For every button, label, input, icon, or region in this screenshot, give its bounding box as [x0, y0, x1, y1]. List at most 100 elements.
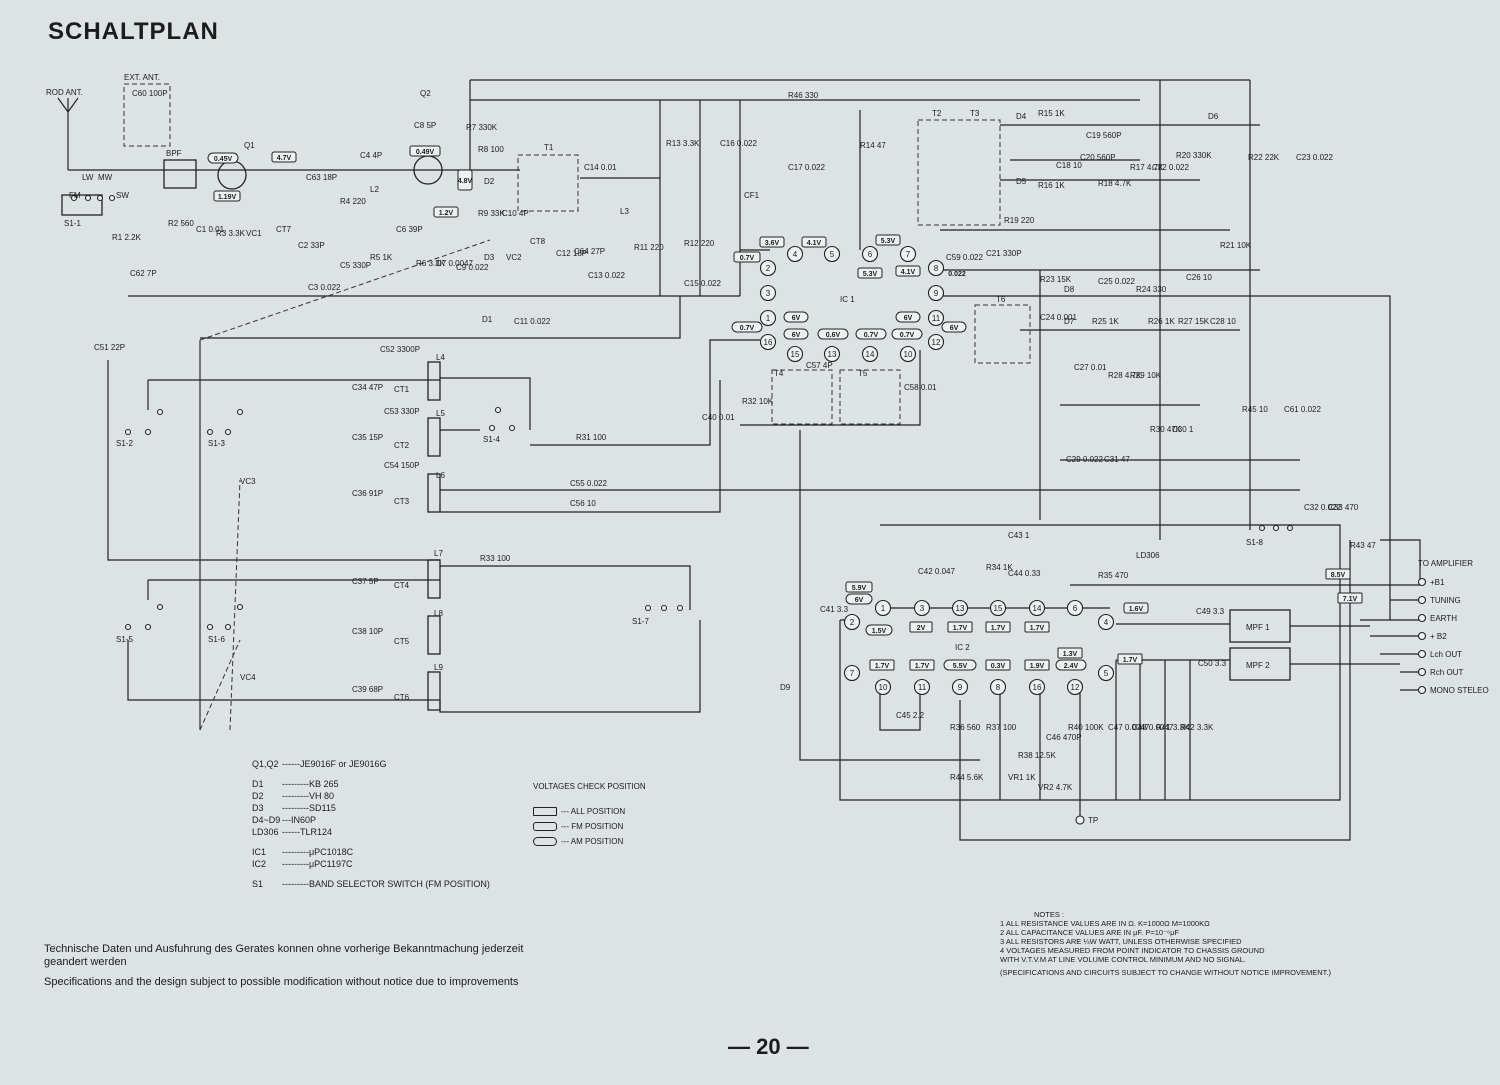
part-label: C19 560P — [1086, 131, 1122, 140]
part-label: BPF — [166, 149, 182, 158]
part-label: C4 4P — [360, 151, 382, 160]
voltage-value: 1.5V — [872, 628, 887, 635]
parts-legend: Q1,Q2------JE9016F or JE9016G D1--------… — [252, 758, 490, 890]
ic1-pin: 1 — [766, 314, 771, 323]
part-label: C43 1 — [1008, 531, 1030, 540]
wiring — [68, 79, 1421, 841]
legend-value: ---------BAND SELECTOR SWITCH (FM POSITI… — [282, 879, 490, 889]
switch-fm-label: FM — [69, 191, 81, 200]
part-label: C36 91P — [352, 489, 383, 498]
part-label: C2 33P — [298, 241, 325, 250]
part-label: VC4 — [240, 673, 256, 682]
part-label: C47 0.0047 — [1108, 723, 1150, 732]
part-label: C17 0.022 — [788, 163, 825, 172]
mpf1-block — [1229, 609, 1291, 643]
part-label: L7 — [434, 549, 443, 558]
part-label: D6 — [1208, 112, 1219, 121]
voltage-value: 1.9V — [1030, 663, 1045, 670]
voltage-value: 6V — [792, 315, 801, 322]
part-label: R7 330K — [466, 123, 498, 132]
part-label: C22 0.022 — [1152, 163, 1189, 172]
band-switches: S1-2 S1-3 S1-4 S1-5 S1-6 S1-7 S1-8 — [116, 406, 1294, 644]
part-label: C15 0.022 — [684, 279, 721, 288]
voltage-value: 5.9V — [852, 585, 867, 592]
part-label: L3 — [620, 207, 629, 216]
legend-row: IC2---------μPC1197C — [252, 858, 490, 870]
band-coils — [427, 361, 441, 711]
voltage-check-legend: VOLTAGES CHECK POSITION --- ALL POSITION… — [533, 782, 646, 846]
ic2-pin: 9 — [958, 683, 963, 692]
voltage-check-row: --- ALL POSITION — [533, 807, 646, 816]
legend-row: D3---------SD115 — [252, 802, 490, 814]
part-label: C8 5P — [414, 121, 436, 130]
note-line: 2 ALL CAPACITANCE VALUES ARE IN μF. P=10… — [1000, 928, 1180, 937]
voltage-check-title: VOLTAGES CHECK POSITION — [533, 782, 646, 791]
part-label: R33 100 — [480, 554, 511, 563]
part-label: T3 — [970, 109, 980, 118]
part-label: C30 1 — [1172, 425, 1194, 434]
part-label: R30 47K — [1150, 425, 1182, 434]
part-label: CT4 — [394, 581, 410, 590]
part-label: T5 — [858, 369, 868, 378]
voltage-value: 1.19V — [218, 194, 237, 201]
bpf-block — [163, 159, 197, 189]
part-label: C5 330P — [340, 261, 371, 270]
part-label: CT2 — [394, 441, 410, 450]
part-label: R24 330 — [1136, 285, 1167, 294]
terminal-b2: + B2 — [1430, 632, 1447, 641]
part-label: T1 — [544, 143, 554, 152]
part-label: R6 3.3K — [416, 259, 446, 268]
legend-key: S1 — [252, 879, 264, 889]
voltage-markers: 0.45V 4.7V 1.19V 0.49V 4.8V 1.2V 3.6V 4.… — [207, 145, 1363, 671]
voltage-value: 1.2V — [439, 210, 454, 217]
voltage-value: 0.6V — [826, 332, 841, 339]
part-label: C13 0.022 — [588, 271, 625, 280]
voltage-value: 5.5V — [953, 663, 968, 670]
part-label: C58 0.01 — [904, 383, 937, 392]
part-label: L4 — [436, 353, 445, 362]
part-label: T6 — [996, 295, 1006, 304]
part-label: C44 0.33 — [1008, 569, 1041, 578]
part-label: VC3 — [240, 477, 256, 486]
part-label: D1 — [482, 315, 493, 324]
part-label: R27 15K — [1178, 317, 1210, 326]
ic2-pin: 12 — [1071, 683, 1080, 692]
ic2-pin: 1 — [881, 604, 886, 613]
voltage-value: 6V — [904, 315, 913, 322]
part-label: CT6 — [394, 693, 410, 702]
legend-row: D2---------VH 80 — [252, 790, 490, 802]
voltage-value: 0.3V — [991, 663, 1006, 670]
notes-block: NOTES : 1 ALL RESISTANCE VALUES ARE IN Ω… — [1000, 910, 1360, 977]
part-label: C14 0.01 — [584, 163, 617, 172]
part-label: VR2 4.7K — [1038, 783, 1073, 792]
terminal-tuning: TUNING — [1430, 596, 1461, 605]
part-label: C35 15P — [352, 433, 383, 442]
part-label: VC2 — [506, 253, 522, 262]
ic1-pin: 3 — [766, 289, 771, 298]
part-label: L6 — [436, 471, 445, 480]
part-label: C29 0.022 — [1066, 455, 1103, 464]
part-label: R38 12.5K — [1018, 751, 1056, 760]
part-label: R20 330K — [1176, 151, 1212, 160]
voltage-value: 0.7V — [864, 332, 879, 339]
ic2-pin: 10 — [879, 683, 888, 692]
ic2-pin: 3 — [920, 604, 925, 613]
part-label: C46 470P — [1046, 733, 1082, 742]
legend-value: ---IN60P — [282, 815, 317, 825]
note-line: 4 VOLTAGES MEASURED FROM POINT INDICATOR… — [1000, 946, 1265, 955]
voltage-value: 0.7V — [740, 325, 755, 332]
part-label: R8 100 — [478, 145, 504, 154]
voltage-value: 0.7V — [740, 255, 755, 262]
ic1-pin: 8 — [934, 264, 939, 273]
ext-ant-label: EXT. ANT. — [124, 73, 160, 82]
part-label: C16 0.022 — [720, 139, 757, 148]
voltage-check-row: --- AM POSITION — [533, 837, 646, 846]
legend-row: D4~D9---IN60P — [252, 814, 490, 826]
part-label: R21 10K — [1220, 241, 1252, 250]
part-label: C34 47P — [352, 383, 383, 392]
part-label: C53 330P — [384, 407, 420, 416]
voltage-check-text: --- FM POSITION — [561, 822, 624, 831]
part-label: C39 68P — [352, 685, 383, 694]
part-label: C31 47 — [1104, 455, 1130, 464]
